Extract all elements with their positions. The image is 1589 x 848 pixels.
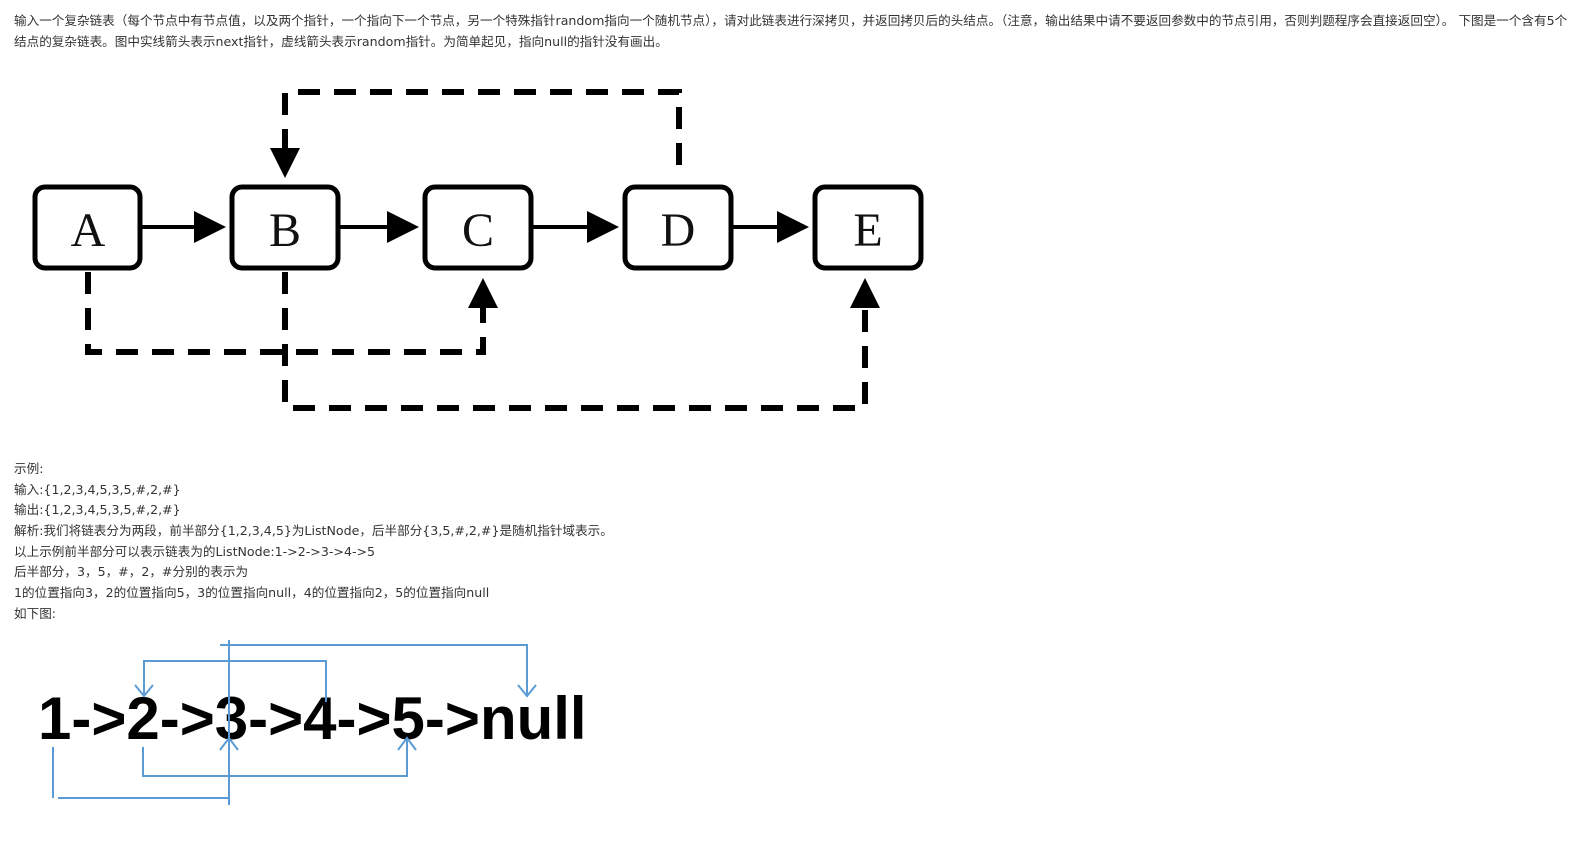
- random-pointer-example-diagram: 1->2->3->4->5->null: [38, 640, 587, 805]
- example-section: 示例: 输入:{1,2,3,4,5,3,5,#,2,#} 输出:{1,2,3,4…: [14, 458, 613, 624]
- example-line: 1的位置指向3，2的位置指向5，3的位置指向null，4的位置指向2，5的位置指…: [14, 585, 490, 601]
- arrow-2-to-5: [142, 736, 417, 777]
- random-arrow-d-to-b: [270, 89, 682, 178]
- random-arrow-b-to-e: [282, 272, 880, 411]
- node-label: A: [71, 204, 106, 257]
- node-d: D: [622, 184, 734, 271]
- example-explanation: 解析:我们将链表分为两段，前半部分{1,2,3,4,5}为ListNode，后半…: [14, 523, 613, 539]
- complex-linked-list-diagram: A B C D E: [32, 89, 924, 411]
- example-input: 输入:{1,2,3,4,5,3,5,#,2,#}: [14, 481, 181, 497]
- example-line: 以上示例前半部分可以表示链表为的ListNode:1->2->3->4->5: [14, 543, 376, 559]
- node-b: B: [229, 184, 341, 271]
- arrow-1-to-3: [52, 736, 239, 805]
- node-label: B: [269, 204, 301, 257]
- arrow-3-to-null: [220, 640, 537, 742]
- example-line: 示例:: [14, 461, 44, 476]
- list-text: 1->2->3->4->5->null: [38, 685, 587, 752]
- node-a: A: [32, 184, 143, 271]
- problem-description: 输入一个复杂链表（每个节点中有节点值，以及两个指针，一个指向下一个节点，另一个特…: [14, 13, 1568, 49]
- node-label: D: [661, 204, 696, 257]
- node-e: E: [812, 184, 924, 271]
- example-line: 如下图:: [14, 605, 57, 621]
- arrow-4-to-2: [134, 660, 327, 702]
- node-label: C: [462, 204, 494, 257]
- node-c: C: [422, 184, 534, 271]
- node-label: E: [853, 204, 882, 257]
- example-output: 输出:{1,2,3,4,5,3,5,#,2,#}: [14, 502, 181, 518]
- random-arrow-a-to-c: [85, 272, 498, 355]
- example-line: 后半部分，3，5，#，2，#分别的表示为: [14, 564, 249, 580]
